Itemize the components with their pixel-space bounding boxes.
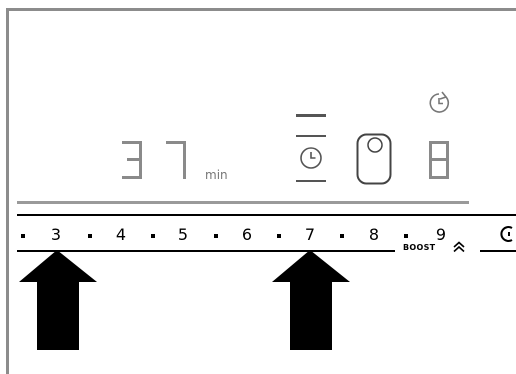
panel-frame-top: [6, 8, 516, 11]
slider-track-bottom: [17, 250, 395, 252]
digit-3-display: [122, 141, 142, 179]
slider-dot[interactable]: [404, 234, 408, 238]
slider-level-3[interactable]: 3: [50, 225, 62, 244]
digit-7-display: [166, 141, 186, 179]
slider-level-5[interactable]: 5: [177, 225, 189, 244]
time-unit-label: min: [205, 168, 228, 182]
arrow-up-icon: [19, 250, 97, 350]
power-icon[interactable]: [500, 224, 516, 244]
timer-indicator-bar: [296, 114, 326, 117]
slider-track-bottom-end: [480, 250, 516, 252]
arrow-up-icon: [272, 250, 350, 350]
panel-frame-left: [6, 8, 9, 374]
slider-level-9[interactable]: 9: [435, 225, 447, 244]
slider-level-4[interactable]: 4: [115, 225, 127, 244]
slider-level-7[interactable]: 7: [304, 225, 316, 244]
slider-level-8[interactable]: 8: [368, 225, 380, 244]
timer-divider: [296, 135, 326, 137]
slider-dot[interactable]: [340, 234, 344, 238]
timer-level-display: [429, 141, 449, 179]
slider-level-6[interactable]: 6: [241, 225, 253, 244]
slider-dot[interactable]: [151, 234, 155, 238]
slider-dot[interactable]: [277, 234, 281, 238]
double-chevron-up-icon[interactable]: [452, 241, 466, 253]
clock-reset-icon[interactable]: [426, 90, 452, 116]
slider-dot[interactable]: [21, 234, 25, 238]
boost-label[interactable]: BOOST: [403, 243, 436, 252]
slider-dot[interactable]: [214, 234, 218, 238]
pan-icon: [356, 133, 392, 185]
clock-icon[interactable]: [298, 145, 324, 171]
timer-divider-bottom: [296, 180, 326, 182]
slider-dot[interactable]: [88, 234, 92, 238]
slider-track-top: [17, 214, 516, 216]
display-separator: [17, 201, 469, 204]
